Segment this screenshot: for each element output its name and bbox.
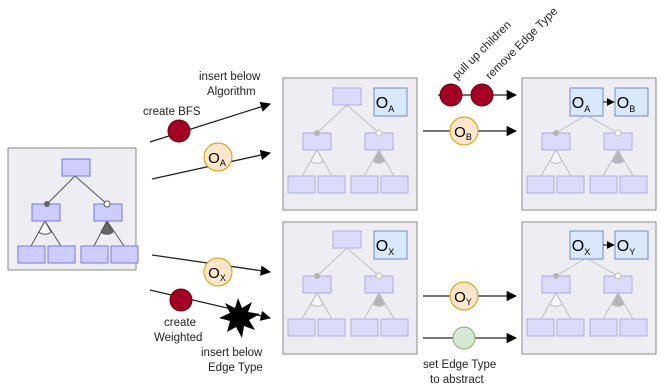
source-feature-model-panel xyxy=(7,147,139,271)
svg-text:OY: OY xyxy=(454,289,472,307)
svg-text:create BFS: create BFS xyxy=(143,106,201,118)
svg-text:OA: OA xyxy=(376,95,394,114)
svg-text:insert below: insert below xyxy=(199,71,261,83)
op-a-path: OA xyxy=(151,142,272,180)
svg-text:OA: OA xyxy=(208,150,226,168)
feature-tree xyxy=(526,114,648,194)
svg-text:OY: OY xyxy=(617,238,635,257)
result-panel-top: OA OB xyxy=(521,77,657,211)
set-edge-type-path: set Edge Type to abstract xyxy=(423,326,518,386)
svg-text:OX: OX xyxy=(208,265,226,283)
svg-text:set Edge Type: set Edge Type xyxy=(423,359,496,371)
svg-text:to abstract: to abstract xyxy=(430,374,484,386)
create-weighted-path: create Weighted insert below Edge Type xyxy=(149,288,272,374)
op-y-path: OY xyxy=(423,281,518,311)
atomic-op-dot xyxy=(439,83,463,107)
op-box-b xyxy=(614,87,649,117)
svg-text:insert below: insert below xyxy=(201,347,263,359)
op-x-path: OX xyxy=(151,254,272,287)
op-circle-a xyxy=(203,142,233,172)
intermediate-panel-top: OA xyxy=(282,77,418,211)
atomic-op-dot xyxy=(167,119,191,143)
op-box-a xyxy=(373,87,408,117)
svg-text:OX: OX xyxy=(572,238,590,257)
feature-tree xyxy=(17,158,139,264)
op-box-x xyxy=(569,230,604,260)
op-circle-x xyxy=(203,257,233,287)
feature-tree xyxy=(287,87,409,194)
svg-text:OX: OX xyxy=(376,238,394,257)
atomic-op-dot xyxy=(470,83,494,107)
op-circle-b xyxy=(449,116,479,146)
op-box-x xyxy=(373,230,408,260)
op-circle-y xyxy=(449,281,479,311)
result-panel-bottom: OX OY xyxy=(521,221,657,355)
svg-text:OA: OA xyxy=(572,95,590,114)
svg-text:Algorithm: Algorithm xyxy=(207,86,256,98)
svg-text:Edge Type: Edge Type xyxy=(208,362,263,374)
feature-tree xyxy=(526,257,648,337)
svg-text:create: create xyxy=(164,317,196,329)
conflict-burst-icon xyxy=(219,298,260,338)
intermediate-panel-bottom: OX xyxy=(282,221,418,355)
feature-tree xyxy=(287,230,409,337)
svg-text:Weighted: Weighted xyxy=(154,332,202,344)
atomic-op-dot-green xyxy=(452,326,476,350)
atomic-op-dot xyxy=(169,288,193,312)
svg-text:pull up children: pull up children xyxy=(451,19,514,82)
create-bfs-path: create BFS insert below Algorithm xyxy=(143,71,271,143)
svg-text:OB: OB xyxy=(454,124,472,142)
op-b-path: OB xyxy=(423,116,518,146)
op-box-y xyxy=(614,230,649,260)
svg-text:OB: OB xyxy=(617,95,635,114)
